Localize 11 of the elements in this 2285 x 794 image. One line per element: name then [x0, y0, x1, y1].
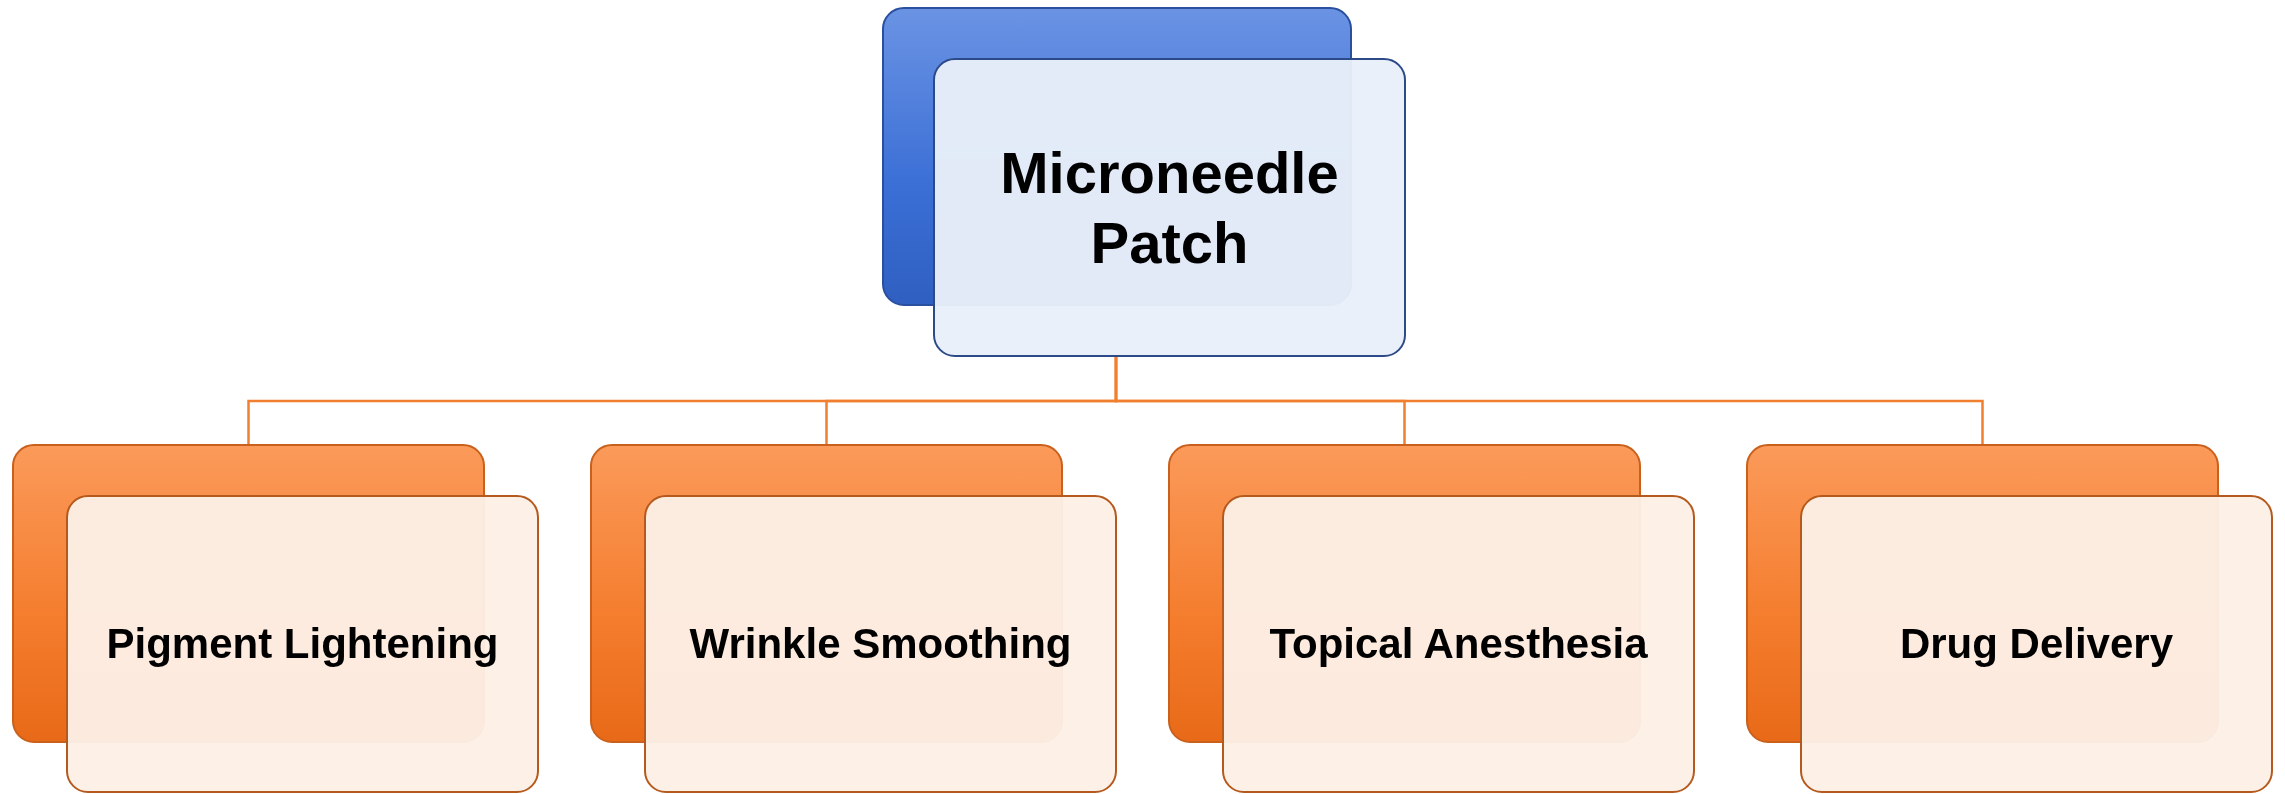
stacked-card	[590, 444, 1117, 793]
card-title: Microneedle Patch	[999, 138, 1340, 277]
stacked-card	[1746, 444, 2273, 793]
card-title: Drug Delivery	[1898, 618, 2175, 669]
stacked-card	[1168, 444, 1695, 793]
card-title: Pigment Lightening	[106, 618, 499, 669]
stacked-card	[882, 7, 1406, 357]
card-title: Wrinkle Smoothing	[688, 618, 1073, 669]
card-title: Topical Anesthesia	[1268, 618, 1649, 669]
stacked-card	[12, 444, 539, 793]
connector-line	[1114, 357, 1984, 444]
